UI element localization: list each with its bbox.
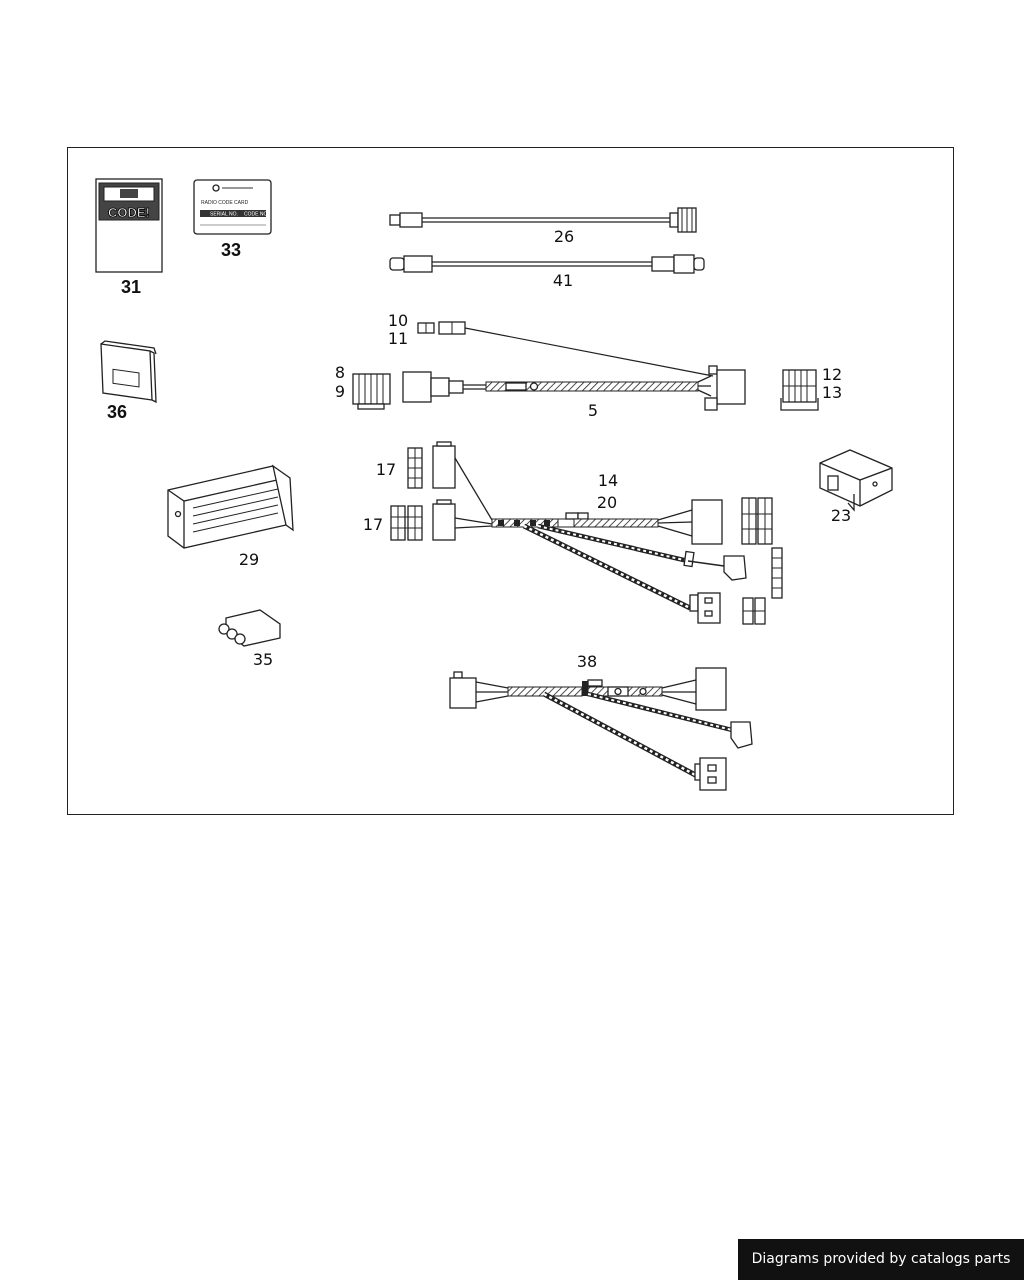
callout-8: 8 (335, 363, 345, 382)
credit-banner: Diagrams provided by catalogs parts (738, 1239, 1024, 1280)
part-17-connectors-bottom (390, 499, 456, 541)
callout-29: 29 (239, 550, 259, 569)
callout-17-bottom: 17 (363, 515, 383, 534)
part-35-plug (218, 609, 281, 647)
part-33-radio-code-card: RADIO CODE CARD SERIAL NO. CODE NO. (193, 179, 272, 235)
part-26-antenna-cable (389, 207, 697, 233)
part-29-radio-unit (167, 464, 294, 549)
callout-31: 31 (121, 277, 141, 297)
parts-diagram: CODE! 31 RADIO CODE CARD SERIAL NO. CODE… (67, 147, 954, 815)
part-31-code-sticker: CODE! (95, 178, 163, 273)
part-12-13-connector (780, 369, 819, 411)
part-loose-connectors (741, 497, 783, 625)
callout-26: 26 (554, 227, 574, 246)
parts-diagram-drawing: CODE! 31 RADIO CODE CARD SERIAL NO. CODE… (95, 178, 893, 791)
part-17-connectors-top (407, 441, 456, 489)
part-8-9-connector (352, 373, 391, 410)
callout-20: 20 (597, 493, 617, 512)
part-23-relay-module (819, 449, 893, 512)
callout-23: 23 (831, 506, 851, 525)
part-38-adapter-harness (449, 667, 753, 791)
callout-41: 41 (553, 271, 573, 290)
part-10-11-terminals (417, 321, 714, 377)
part-41-extension-cable (389, 254, 705, 274)
callout-35: 35 (253, 650, 273, 669)
callout-33: 33 (221, 240, 241, 260)
callout-10: 10 (388, 311, 408, 330)
callout-38: 38 (577, 652, 597, 671)
callout-36: 36 (107, 402, 127, 422)
callout-5: 5 (588, 401, 598, 420)
code-card-serial-label: SERIAL NO. (210, 212, 238, 218)
callout-11: 11 (388, 329, 408, 348)
code-sticker-text: CODE! (108, 205, 150, 220)
code-card-code-label: CODE NO. (244, 212, 269, 218)
callout-13: 13 (822, 383, 842, 402)
part-5-main-harness (402, 365, 746, 411)
callout-17-top: 17 (376, 460, 396, 479)
part-14-20-harness (454, 457, 747, 624)
callout-9: 9 (335, 382, 345, 401)
callout-12: 12 (822, 365, 842, 384)
part-36-booklet (100, 340, 157, 404)
code-card-title: RADIO CODE CARD (201, 200, 249, 206)
callout-14: 14 (598, 471, 618, 490)
